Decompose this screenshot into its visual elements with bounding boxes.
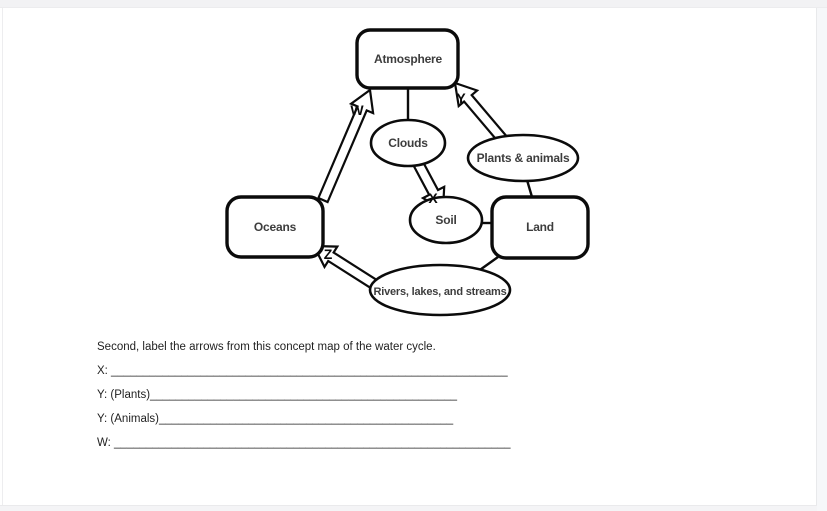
rivers-ellipse [368, 263, 512, 317]
worksheet-text-block: Second, label the arrows from this conce… [97, 340, 557, 455]
bottom-chrome-strip [0, 505, 817, 511]
answer-blank-y-plants[interactable]: Y: (Plants)_____________________________… [97, 389, 458, 401]
right-scroll-gutter[interactable] [816, 8, 827, 511]
rivers-label: Rivers, lakes, and streams [374, 286, 507, 298]
land-box [490, 195, 590, 260]
water-cycle-concept-map: Atmosphere Clouds Plants & animals Ocean… [225, 28, 590, 317]
clouds-ellipse [369, 118, 447, 168]
arrow-label-z: Z [324, 246, 333, 262]
page-left-edge [2, 8, 3, 511]
arrow-label-x: X [428, 190, 438, 206]
oceans-label: Oceans [254, 220, 297, 234]
edge-plants-land [525, 179, 534, 198]
soil-label: Soil [435, 213, 456, 227]
top-chrome-strip [0, 0, 827, 8]
w-arrow [316, 88, 375, 204]
clouds-label: Clouds [388, 136, 428, 150]
oceans-box [225, 195, 325, 259]
atmosphere-box [355, 28, 460, 90]
land-label: Land [526, 220, 554, 234]
arrow-label-w: W [350, 102, 364, 118]
answer-blank-x[interactable]: X: _____________________________________… [97, 365, 508, 377]
atmosphere-label: Atmosphere [374, 52, 443, 66]
arrow-label-y: Y [456, 90, 466, 106]
soil-ellipse [408, 195, 484, 245]
plants-animals-ellipse [466, 133, 580, 183]
answer-blanks: X: _____________________________________… [97, 359, 557, 455]
answer-blank-y-animals[interactable]: Y: (Animals)____________________________… [97, 413, 454, 425]
answer-blank-w[interactable]: W: _____________________________________… [97, 437, 511, 449]
plants-animals-label: Plants & animals [477, 151, 570, 165]
worksheet-prompt: Second, label the arrows from this conce… [97, 341, 436, 353]
